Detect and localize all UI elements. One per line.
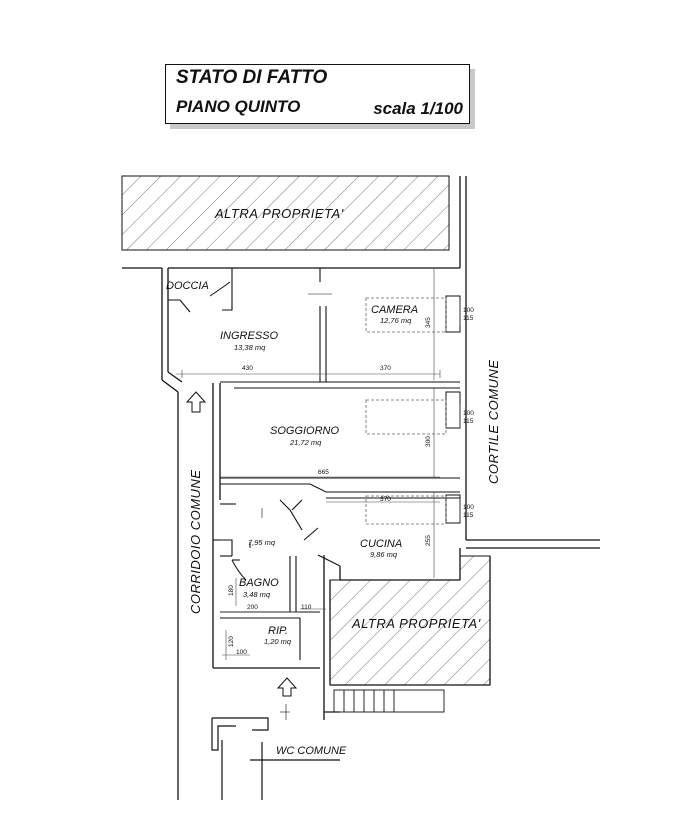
outer-walls [122, 176, 600, 800]
dimension-lines [176, 268, 461, 660]
wc-comune-walls [211, 711, 340, 800]
cortile-comune-label: CORTILE COMUNE [486, 360, 501, 485]
room-disimpegno-area: 7,95 mq [248, 538, 276, 547]
entrance-arrow-upper [185, 391, 207, 413]
dim-120: 120 [228, 636, 235, 647]
dim-115-c: 115 [463, 512, 474, 519]
title-line-2: PIANO QUINTO [176, 97, 301, 116]
dim-430: 430 [242, 365, 253, 372]
altra-proprieta-top-label: ALTRA PROPRIETA' [214, 206, 344, 221]
dim-115-a: 115 [463, 315, 474, 322]
room-bagno-name: BAGNO [239, 577, 279, 589]
room-doccia-name: DOCCIA [166, 280, 209, 292]
dashed-projections [365, 297, 447, 525]
entrance-arrow-lower [276, 677, 298, 697]
dim-180: 180 [228, 585, 235, 596]
dim-300: 300 [425, 436, 432, 447]
dim-370-top: 370 [380, 365, 391, 372]
room-soggiorno-area: 21,72 mq [289, 438, 322, 447]
room-ingresso-area: 13,38 mq [234, 343, 266, 352]
dim-370-mid: 370 [380, 496, 391, 503]
corridoio-comune-label: CORRIDOIO COMUNE [188, 470, 203, 615]
title-line-1: STATO DI FATTO [176, 67, 328, 88]
room-camera-area: 12,76 mq [380, 316, 412, 325]
dim-100-b: 100 [463, 410, 474, 417]
room-bagno-area: 3,48 mq [243, 590, 271, 599]
dim-345: 345 [425, 317, 432, 328]
dim-100-c: 100 [463, 504, 474, 511]
reference-marks [261, 293, 332, 720]
door-swings [209, 281, 319, 581]
title-scale: scala 1/100 [373, 99, 463, 118]
room-rip-area: 1,20 mq [264, 637, 292, 646]
dim-110: 110 [301, 604, 312, 611]
dim-665: 665 [318, 469, 329, 476]
dim-100-a: 100 [463, 307, 474, 314]
altra-proprieta-bottom-label: ALTRA PROPRIETA' [351, 616, 481, 631]
title-block: STATO DI FATTO PIANO QUINTO scala 1/100 [165, 64, 470, 124]
facade-windows [445, 295, 461, 524]
altra-proprieta-top-area [121, 175, 450, 251]
room-cucina-area: 9,86 mq [370, 550, 398, 559]
room-rip-name: RIP. [268, 625, 288, 637]
room-cucina-name: CUCINA [360, 538, 402, 550]
room-camera-name: CAMERA [371, 304, 418, 316]
dim-255: 255 [425, 535, 432, 546]
dim-200: 200 [247, 604, 258, 611]
wc-comune-label: WC COMUNE [276, 745, 347, 757]
dim-100-rip: 100 [236, 649, 247, 656]
stairs [333, 689, 445, 713]
dim-115-b: 115 [463, 418, 474, 425]
corridor-arrows [185, 391, 298, 697]
room-soggiorno-name: SOGGIORNO [270, 425, 340, 437]
room-ingresso-name: INGRESSO [220, 330, 279, 342]
